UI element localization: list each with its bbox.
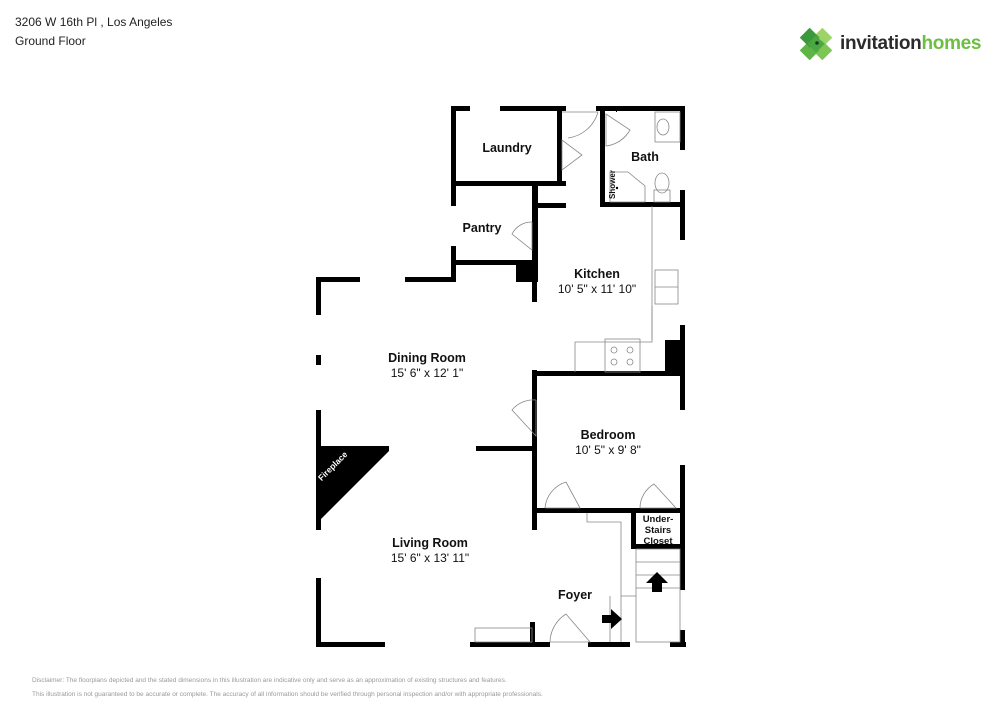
brand-wordmark: invitationhomes [840,33,982,54]
clover-logo-icon [799,27,833,61]
room-bath: Bath [631,150,659,164]
room-pantry: Pantry [462,221,502,235]
disclaimer: Disclaimer: The floorplans depicted and … [32,674,543,702]
room-kitchen: Kitchen 10' 5" x 11' 10" [557,267,637,296]
address: 3206 W 16th Pl , Los Angeles [15,15,173,29]
room-foyer: Foyer [557,588,593,602]
room-under-stairs-closet: Under- Stairs Closet [642,514,674,547]
disclaimer-line-1: Disclaimer: The floorplans depicted and … [32,677,507,684]
fixture-shower: Shower [607,170,617,199]
room-laundry: Laundry [482,141,532,155]
room-bedroom: Bedroom 10' 5" x 9' 8" [575,428,641,457]
room-living: Living Room 15' 6" x 13' 11" [390,536,470,565]
brand-logo: invitationhomes [798,26,982,62]
room-dining: Dining Room 15' 6" x 12' 1" [388,351,466,380]
floor-label: Ground Floor [15,34,86,48]
disclaimer-line-2: This illustration is not guaranteed to b… [32,691,543,698]
plan-header: 3206 W 16th Pl , Los Angeles Ground Floo… [15,13,172,51]
